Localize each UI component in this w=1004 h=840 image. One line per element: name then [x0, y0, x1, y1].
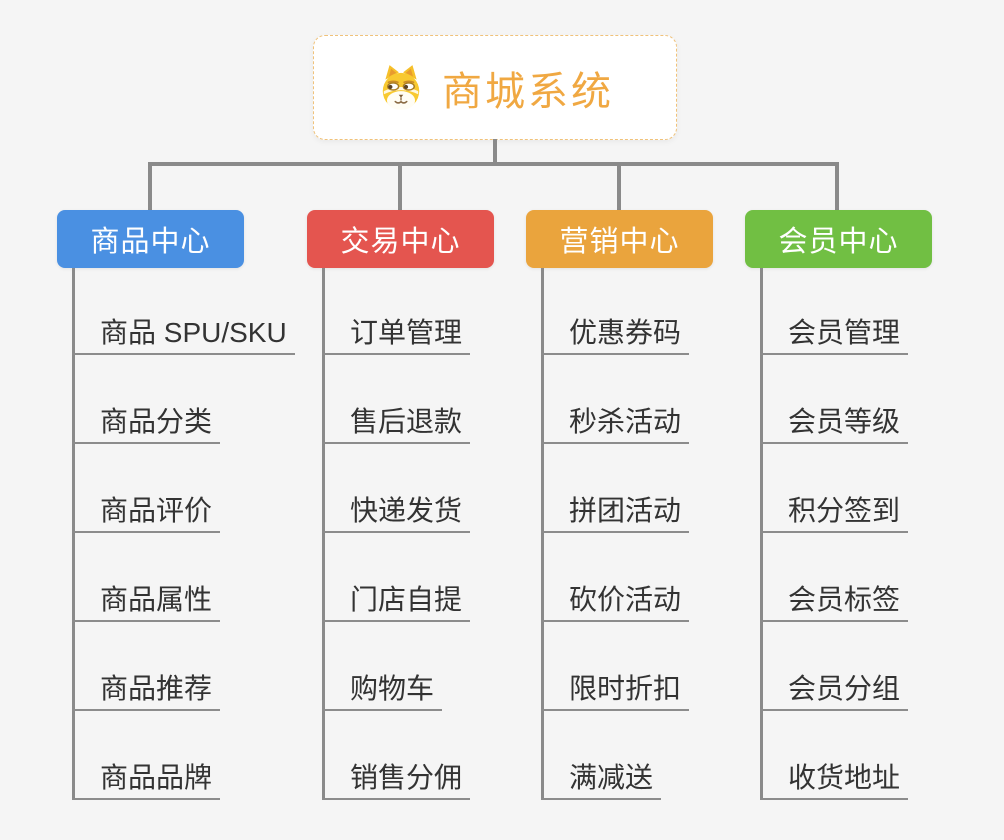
leaf-row: 积分签到: [760, 444, 909, 533]
leaf-row: 会员管理: [760, 268, 909, 355]
leaf-node-express-delivery[interactable]: 快递发货: [322, 495, 471, 533]
leaf-row: 销售分佣: [322, 711, 471, 800]
branch-items: 订单管理 售后退款 快递发货 门店自提 购物车 销售分佣: [322, 268, 471, 800]
leaf-node-store-pickup[interactable]: 门店自提: [322, 584, 471, 622]
leaf-row: 商品品牌: [72, 711, 295, 800]
leaf-row: 购物车: [322, 622, 470, 711]
root-node[interactable]: 商城系统: [313, 35, 677, 140]
branch-header-trade-center[interactable]: 交易中心: [307, 210, 494, 268]
leaf-row: 限时折扣: [541, 622, 690, 711]
connector-stub-branch-4: [835, 162, 839, 210]
leaf-row: 收货地址: [760, 711, 909, 800]
leaf-row: 秒杀活动: [541, 355, 690, 444]
leaf-node-aftersale-refund[interactable]: 售后退款: [322, 406, 471, 444]
leaf-row: 售后退款: [322, 355, 471, 444]
leaf-node-order-management[interactable]: 订单管理: [322, 317, 471, 355]
leaf-node-time-limited-discount[interactable]: 限时折扣: [541, 673, 690, 711]
branch-trunk: [72, 268, 75, 800]
branch-items: 会员管理 会员等级 积分签到 会员标签 会员分组 收货地址: [760, 268, 909, 800]
leaf-node-member-tag[interactable]: 会员标签: [760, 584, 909, 622]
branch-trunk: [760, 268, 763, 800]
branch-trunk: [322, 268, 325, 800]
leaf-row: 商品分类: [72, 355, 295, 444]
leaf-row: 商品评价: [72, 444, 295, 533]
leaf-node-product-brand[interactable]: 商品品牌: [72, 762, 221, 800]
branch-items: 优惠券码 秒杀活动 拼团活动 砍价活动 限时折扣 满减送: [541, 268, 690, 800]
branch-product-center: 商品中心 商品 SPU/SKU 商品分类 商品评价 商品属性 商品推荐 商品品牌: [57, 210, 295, 800]
leaf-row: 门店自提: [322, 533, 471, 622]
leaf-node-shopping-cart[interactable]: 购物车: [322, 673, 443, 711]
branch-trunk: [541, 268, 544, 800]
leaf-node-member-management[interactable]: 会员管理: [760, 317, 909, 355]
leaf-row: 会员标签: [760, 533, 909, 622]
branch-header-product-center[interactable]: 商品中心: [57, 210, 244, 268]
leaf-row: 商品推荐: [72, 622, 295, 711]
leaf-node-product-category[interactable]: 商品分类: [72, 406, 221, 444]
leaf-row: 优惠券码: [541, 268, 690, 355]
leaf-row: 商品属性: [72, 533, 295, 622]
leaf-node-flash-sale[interactable]: 秒杀活动: [541, 406, 690, 444]
branch-member-center: 会员中心 会员管理 会员等级 积分签到 会员标签 会员分组 收货地址: [745, 210, 932, 800]
connector-root-stub: [493, 139, 497, 166]
leaf-node-coupon-code[interactable]: 优惠券码: [541, 317, 690, 355]
leaf-row: 会员分组: [760, 622, 909, 711]
connector-stub-branch-1: [148, 162, 152, 210]
leaf-node-product-recommend[interactable]: 商品推荐: [72, 673, 221, 711]
leaf-row: 商品 SPU/SKU: [72, 268, 295, 355]
leaf-node-product-spu-sku[interactable]: 商品 SPU/SKU: [72, 317, 295, 355]
leaf-row: 满减送: [541, 711, 689, 800]
branch-header-marketing-center[interactable]: 营销中心: [526, 210, 713, 268]
leaf-row: 订单管理: [322, 268, 471, 355]
leaf-node-bargain-activity[interactable]: 砍价活动: [541, 584, 690, 622]
branch-header-member-center[interactable]: 会员中心: [745, 210, 932, 268]
leaf-node-member-group[interactable]: 会员分组: [760, 673, 909, 711]
leaf-row: 砍价活动: [541, 533, 690, 622]
branch-items: 商品 SPU/SKU 商品分类 商品评价 商品属性 商品推荐 商品品牌: [72, 268, 295, 800]
root-title: 商城系统: [442, 69, 614, 114]
leaf-node-points-checkin[interactable]: 积分签到: [760, 495, 909, 533]
connector-horizontal: [148, 162, 839, 166]
connector-stub-branch-2: [398, 162, 402, 210]
leaf-node-full-reduction[interactable]: 满减送: [541, 762, 662, 800]
shiba-dog-icon: [382, 64, 420, 110]
branch-trade-center: 交易中心 订单管理 售后退款 快递发货 门店自提 购物车 销售分佣: [307, 210, 494, 800]
leaf-row: 会员等级: [760, 355, 909, 444]
connector-stub-branch-3: [617, 162, 621, 210]
leaf-row: 快递发货: [322, 444, 471, 533]
branch-marketing-center: 营销中心 优惠券码 秒杀活动 拼团活动 砍价活动 限时折扣 满减送: [526, 210, 713, 800]
leaf-node-product-review[interactable]: 商品评价: [72, 495, 221, 533]
leaf-node-sales-commission[interactable]: 销售分佣: [322, 762, 471, 800]
leaf-node-shipping-address[interactable]: 收货地址: [760, 762, 909, 800]
leaf-node-product-attribute[interactable]: 商品属性: [72, 584, 221, 622]
leaf-row: 拼团活动: [541, 444, 690, 533]
leaf-node-member-level[interactable]: 会员等级: [760, 406, 909, 444]
leaf-node-group-buy[interactable]: 拼团活动: [541, 495, 690, 533]
